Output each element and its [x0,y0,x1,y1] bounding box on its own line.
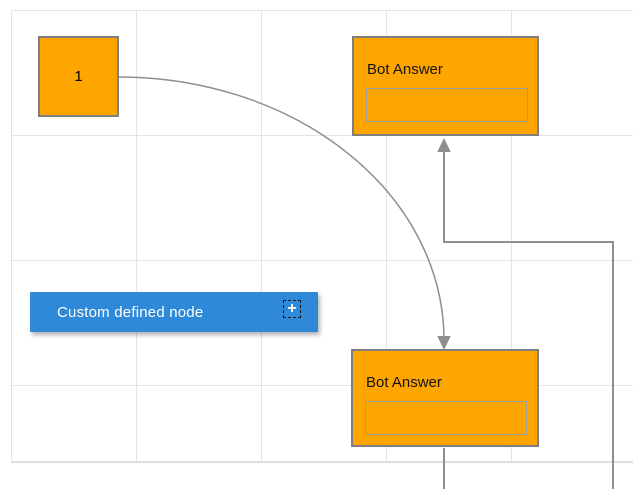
node-custom-defined[interactable]: Custom defined node + [30,292,318,332]
add-icon[interactable]: + [283,300,301,318]
custom-node-label: Custom defined node [57,303,204,321]
node-source-1[interactable]: 1 [38,36,119,117]
bot-answer-text-field[interactable] [366,88,528,122]
node-title: Bot Answer [367,61,443,78]
node-bot-answer-bottom[interactable]: Bot Answer [351,349,539,447]
node-title: Bot Answer [366,374,442,391]
node-bot-answer-top[interactable]: Bot Answer [352,36,539,136]
bot-answer-text-field[interactable] [365,401,527,435]
node-source-label: 1 [74,68,83,85]
